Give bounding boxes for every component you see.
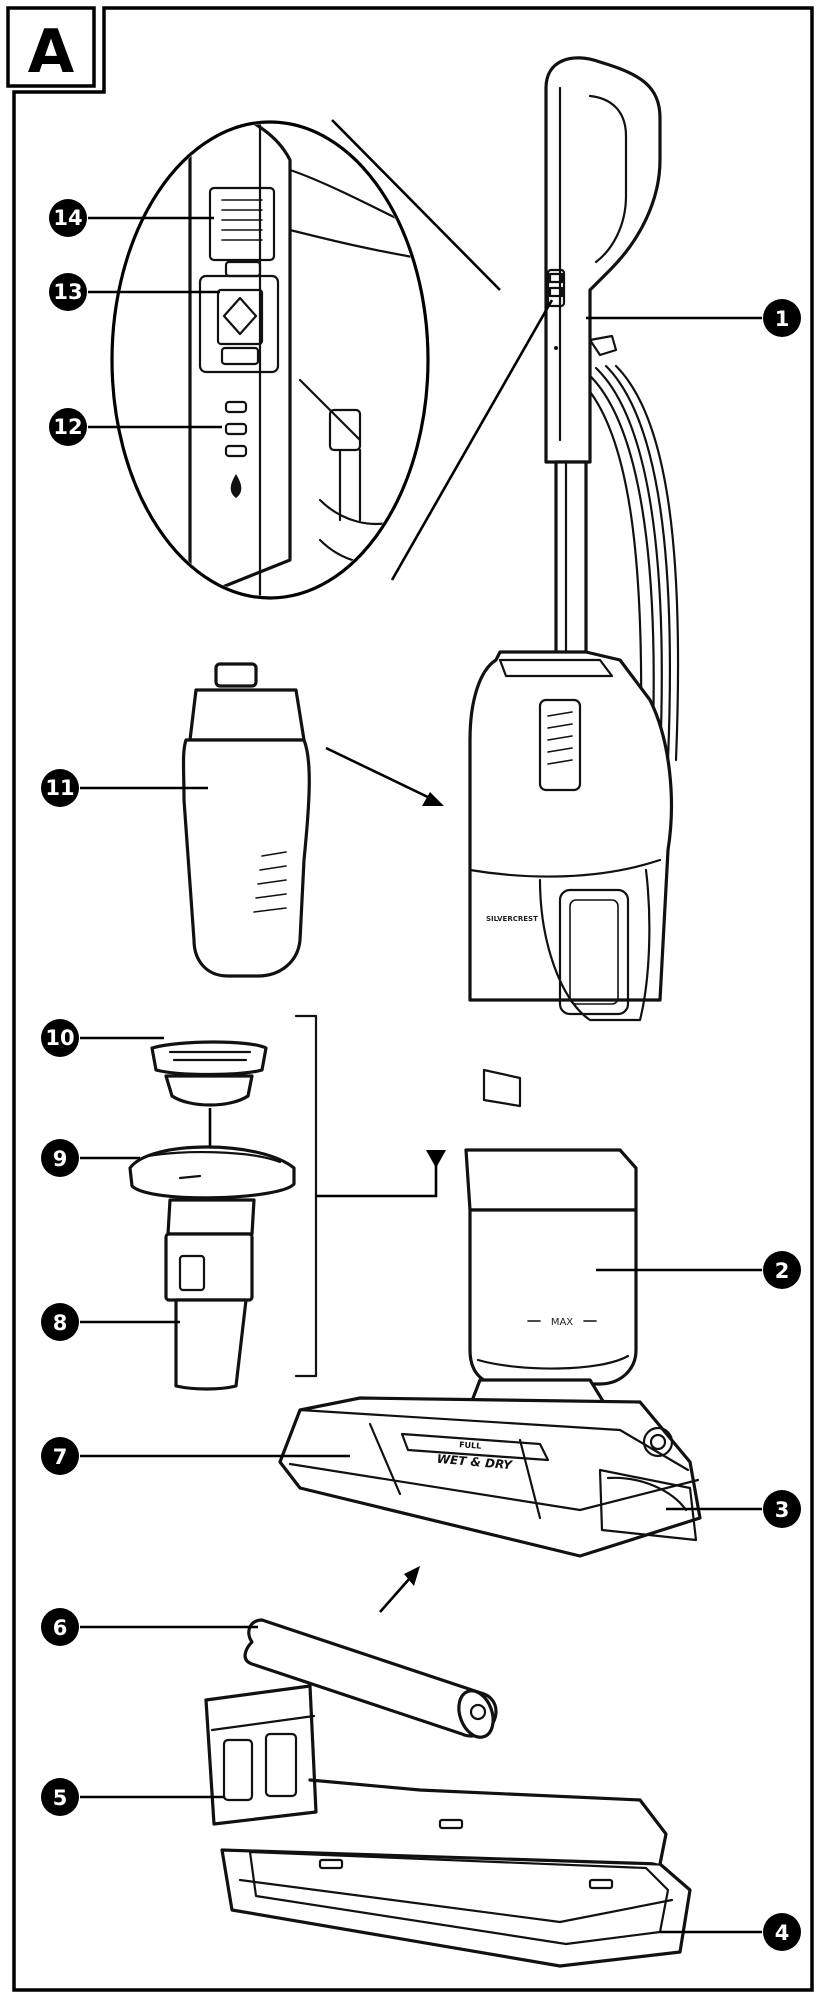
callout-13: 13	[49, 273, 87, 311]
callout-10: 10	[41, 1019, 79, 1057]
callout-8-number: 8	[53, 1311, 68, 1335]
clean-water-tank	[181, 662, 311, 978]
callout-11: 11	[41, 769, 79, 807]
callout-14: 14	[49, 199, 87, 237]
callout-1: 1	[763, 299, 801, 337]
callout-3: 3	[763, 1490, 801, 1528]
handle-assembly	[544, 56, 662, 664]
full-indicator-print: FULL	[459, 1440, 482, 1451]
wet-dry-print: WET & DRY	[436, 1452, 513, 1473]
callout-8: 8	[41, 1303, 79, 1341]
callout-14-number: 14	[53, 206, 82, 230]
vacuum-body: SILVERCREST	[468, 650, 674, 1108]
callout-11-number: 11	[45, 776, 74, 800]
callout-1-number: 1	[775, 307, 790, 331]
callout-3-number: 3	[775, 1498, 790, 1522]
brand-print: SILVERCREST	[486, 915, 538, 923]
figure-frame: A	[6, 6, 814, 1992]
callout-2: 2	[763, 1251, 801, 1289]
filter-assembly	[128, 1040, 296, 1391]
leader-lines	[80, 216, 762, 1934]
callout-4: 4	[763, 1913, 801, 1951]
dirty-water-tank: MAX	[464, 1148, 638, 1386]
control-panel-detail	[110, 119, 554, 600]
callout-6-number: 6	[53, 1616, 68, 1640]
floor-head: FULL WET & DRY	[278, 1378, 702, 1558]
max-level-mark: MAX	[551, 1317, 573, 1328]
callout-13-number: 13	[53, 280, 82, 304]
panel-letter: A	[28, 17, 75, 87]
callout-7: 7	[41, 1437, 79, 1475]
callout-5: 5	[41, 1778, 79, 1816]
charging-station	[204, 1684, 692, 1968]
callout-5-number: 5	[53, 1786, 68, 1810]
callout-9-number: 9	[53, 1147, 68, 1171]
callout-2-number: 2	[775, 1259, 790, 1283]
callout-9: 9	[41, 1139, 79, 1177]
callout-10-number: 10	[45, 1026, 74, 1050]
callout-12-number: 12	[53, 415, 82, 439]
callout-7-number: 7	[53, 1445, 68, 1469]
callout-4-number: 4	[775, 1921, 790, 1945]
callout-12: 12	[49, 408, 87, 446]
vacuum-main-unit: SILVERCREST MAX FULL WET & DRY	[278, 56, 702, 1558]
callout-6: 6	[41, 1608, 79, 1646]
brush-roller	[243, 1618, 498, 1739]
